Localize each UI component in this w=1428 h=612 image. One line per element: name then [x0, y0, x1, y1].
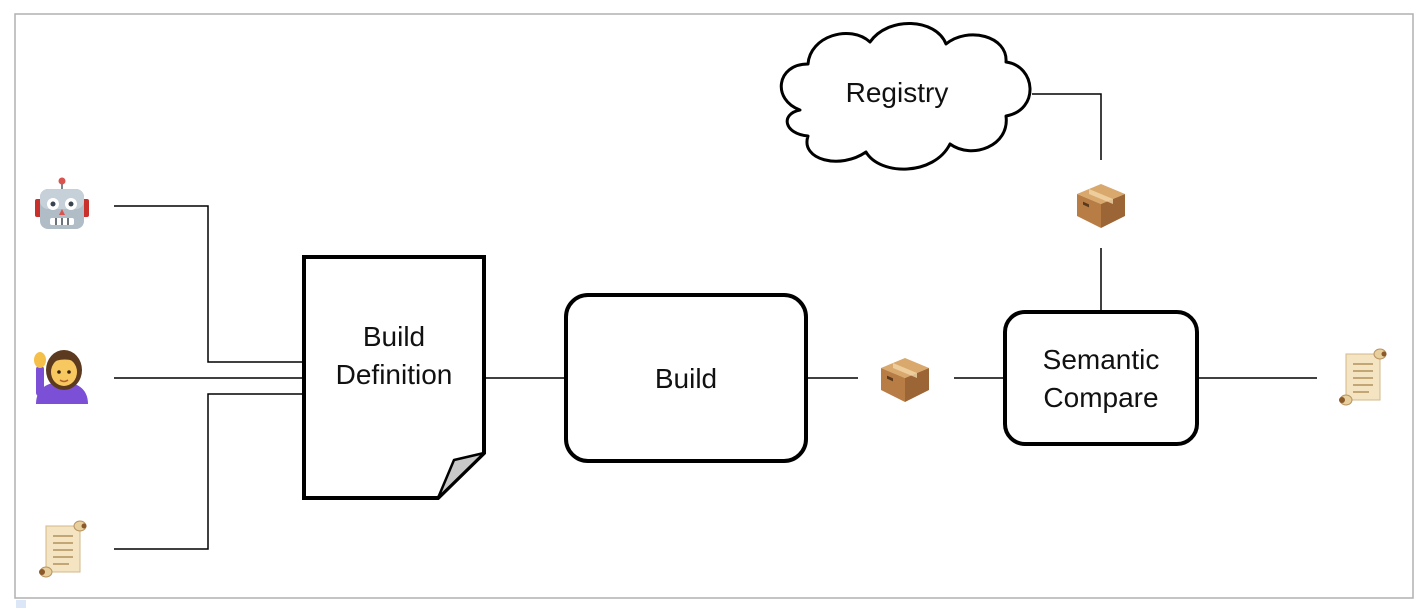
build-definition-document: Build Definition: [302, 255, 486, 500]
semantic-compare-label-line1: Semantic: [1043, 344, 1160, 375]
build-node: Build: [564, 293, 808, 463]
connector-lines: [114, 93, 1317, 550]
robot-icon: [35, 177, 89, 229]
build-label: Build: [655, 363, 717, 394]
robot-to-definition-line: [114, 205, 305, 363]
person-raising-hand-icon: [34, 350, 88, 404]
corner-marker: [16, 600, 26, 608]
registry-label: Registry: [846, 77, 949, 108]
scroll-icon: [1338, 348, 1388, 406]
scroll-icon: [38, 520, 88, 578]
build-definition-label-line2: Definition: [336, 359, 453, 390]
registry-cloud: Registry: [780, 22, 1032, 171]
build-definition-label-line1: Build: [363, 321, 425, 352]
semantic-compare-label-line2: Compare: [1043, 382, 1158, 413]
document-fold: [436, 451, 486, 500]
scroll-to-definition-line: [114, 393, 305, 550]
registry-package-to-registry-line: [1032, 93, 1102, 160]
semantic-compare-node: Semantic Compare: [1003, 310, 1199, 446]
